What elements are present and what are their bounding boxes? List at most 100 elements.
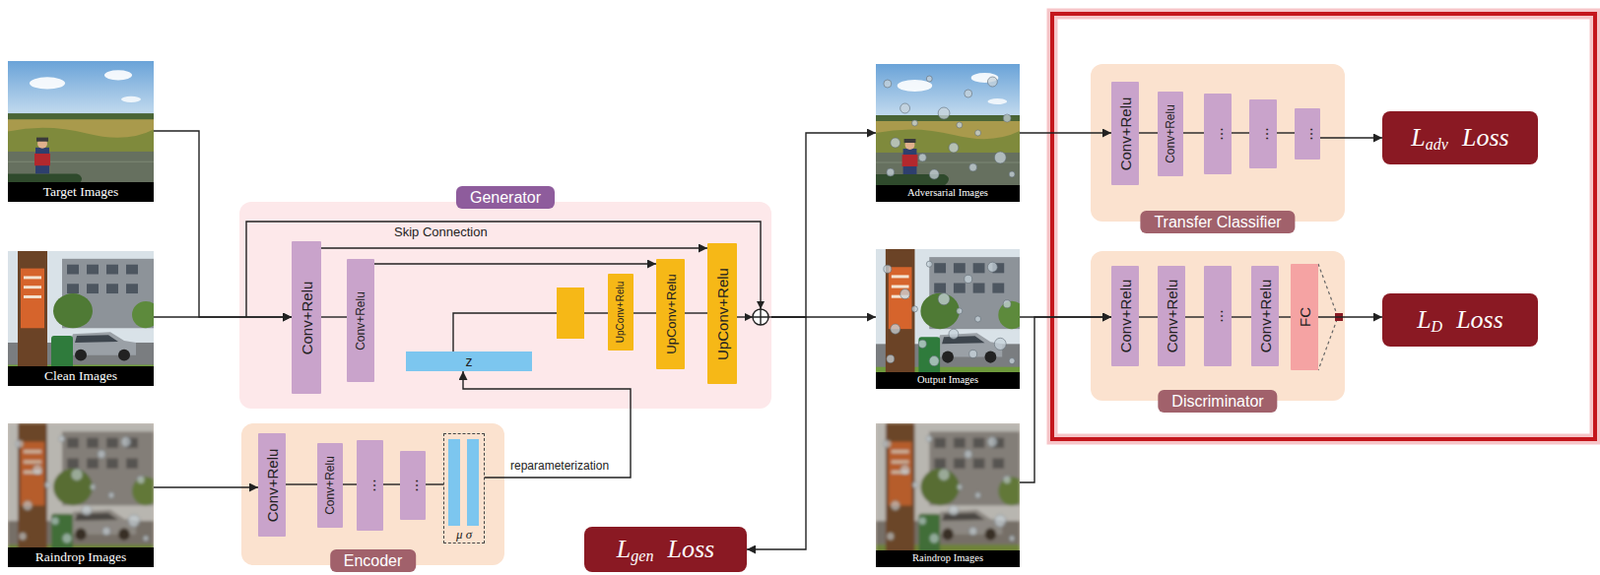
latent-bars [448, 439, 479, 527]
connector [771, 133, 876, 318]
layer-block: Conv+Relu [258, 433, 286, 537]
layer-block: Conv+Relu [1111, 266, 1139, 367]
layer-block: UpConv+Relu [707, 243, 737, 385]
layer-block: Conv+Relu [1251, 266, 1279, 367]
adversarial-photo [875, 64, 1020, 202]
connector [1278, 316, 1291, 318]
layer-label: UpConv+Relu [664, 273, 677, 354]
latent-line [453, 313, 557, 352]
image-caption: Raindrop Images [875, 550, 1020, 568]
layer-label: UpConv+Relu [615, 281, 626, 344]
layer-block: Conv+Relu [346, 259, 375, 383]
module-panel: DiscriminatorConv+ReluConv+Relu...Conv+R… [1090, 251, 1345, 401]
sum-symbol [752, 309, 769, 326]
loss-label: adv [1425, 136, 1449, 153]
annotation: Skip Connection [394, 225, 488, 241]
connector [1019, 132, 1112, 134]
layer-block: FC [1290, 264, 1319, 371]
image-sample: Clean Images [7, 251, 154, 387]
raindrop-photo [7, 423, 160, 568]
loss-label: L [616, 536, 631, 563]
layer-label: Conv+Relu [324, 456, 336, 516]
module-title: Discriminator [1157, 390, 1277, 413]
connector [321, 247, 708, 249]
connector [383, 483, 400, 485]
layer-label: ... [362, 478, 379, 492]
module-title: Generator [456, 186, 555, 209]
connector [321, 316, 347, 318]
layer-label: Conv+Relu [1164, 104, 1177, 164]
module-title: Encoder [330, 549, 417, 573]
generator-internals [246, 221, 772, 352]
chain-line [584, 312, 608, 314]
connector [153, 131, 292, 318]
layer-label: Conv+Relu [354, 291, 367, 351]
output-photo [875, 249, 1026, 390]
connector [1231, 132, 1250, 134]
image-caption: Raindrop Images [7, 547, 154, 568]
layer-block: Conv+Relu [1157, 91, 1184, 177]
connector [153, 486, 259, 488]
module-panel: GeneratorConv+ReluConv+ReluzUpConv+ReluU… [239, 201, 772, 409]
layer-block: Conv+Relu [291, 241, 322, 395]
image-caption: Target Images [7, 182, 154, 202]
layer-label: ... [1209, 309, 1226, 323]
connector [285, 483, 318, 485]
layer-block: ... [1294, 108, 1321, 160]
upconv-block [556, 287, 585, 339]
layer-label: Conv+Relu [299, 280, 315, 355]
layer-block: ... [1249, 99, 1277, 169]
latent-params: μ σ [443, 433, 485, 544]
connector [746, 317, 806, 550]
latent-vector: z [405, 351, 533, 372]
loss-label: L [1416, 307, 1431, 334]
photo-illustrations [7, 61, 1026, 568]
sum-symbol [752, 309, 769, 326]
layer-block: ... [1203, 266, 1232, 367]
loss-box: LgenLoss [584, 527, 747, 573]
layer-label: Conv+Relu [265, 448, 280, 523]
connector [684, 312, 708, 314]
image-sample: Adversarial Images [875, 64, 1020, 202]
loss-label: Loss [1456, 307, 1504, 334]
connector [153, 316, 292, 318]
layer-label: ... [404, 478, 421, 492]
connector [425, 483, 444, 485]
image-sample: Target Images [7, 61, 154, 202]
connector [1138, 316, 1158, 318]
loss-label: Loss [1462, 125, 1510, 151]
layer-label: Conv+Relu [1258, 279, 1273, 354]
layer-block: Conv+Relu [317, 443, 343, 529]
module-panel: EncoderConv+ReluConv+Relu......μ σ [241, 423, 505, 566]
target-photo [7, 61, 154, 202]
image-caption: Adversarial Images [875, 185, 1020, 202]
image-sample: Output Images [875, 249, 1020, 390]
connector [633, 312, 657, 314]
skip-line [246, 221, 761, 318]
param-label: μ σ [444, 528, 484, 542]
module-title: Transfer Classifier [1139, 210, 1295, 234]
loss-label: L [1410, 125, 1425, 151]
connector [1320, 136, 1383, 138]
layer-block: UpConv+Relu [607, 273, 634, 351]
connector [1318, 316, 1383, 318]
highlight-frame [1052, 13, 1596, 440]
image-caption: Clean Images [7, 366, 154, 387]
connector-label: reparameterization [510, 460, 609, 474]
connector [1185, 316, 1204, 318]
layer-label: Conv+Relu [1164, 279, 1180, 354]
image-caption: Output Images [875, 372, 1020, 390]
connector [1183, 132, 1204, 134]
connector [1231, 316, 1252, 318]
image-sample: Raindrop Images [7, 423, 154, 568]
sum-line [736, 316, 753, 318]
loss-label: Loss [666, 536, 715, 563]
layer-label: Conv+Relu [1118, 96, 1134, 171]
clean-photo [7, 251, 160, 387]
loss-box: Ladv Loss [1382, 111, 1538, 165]
loss-label: D [1431, 319, 1444, 335]
